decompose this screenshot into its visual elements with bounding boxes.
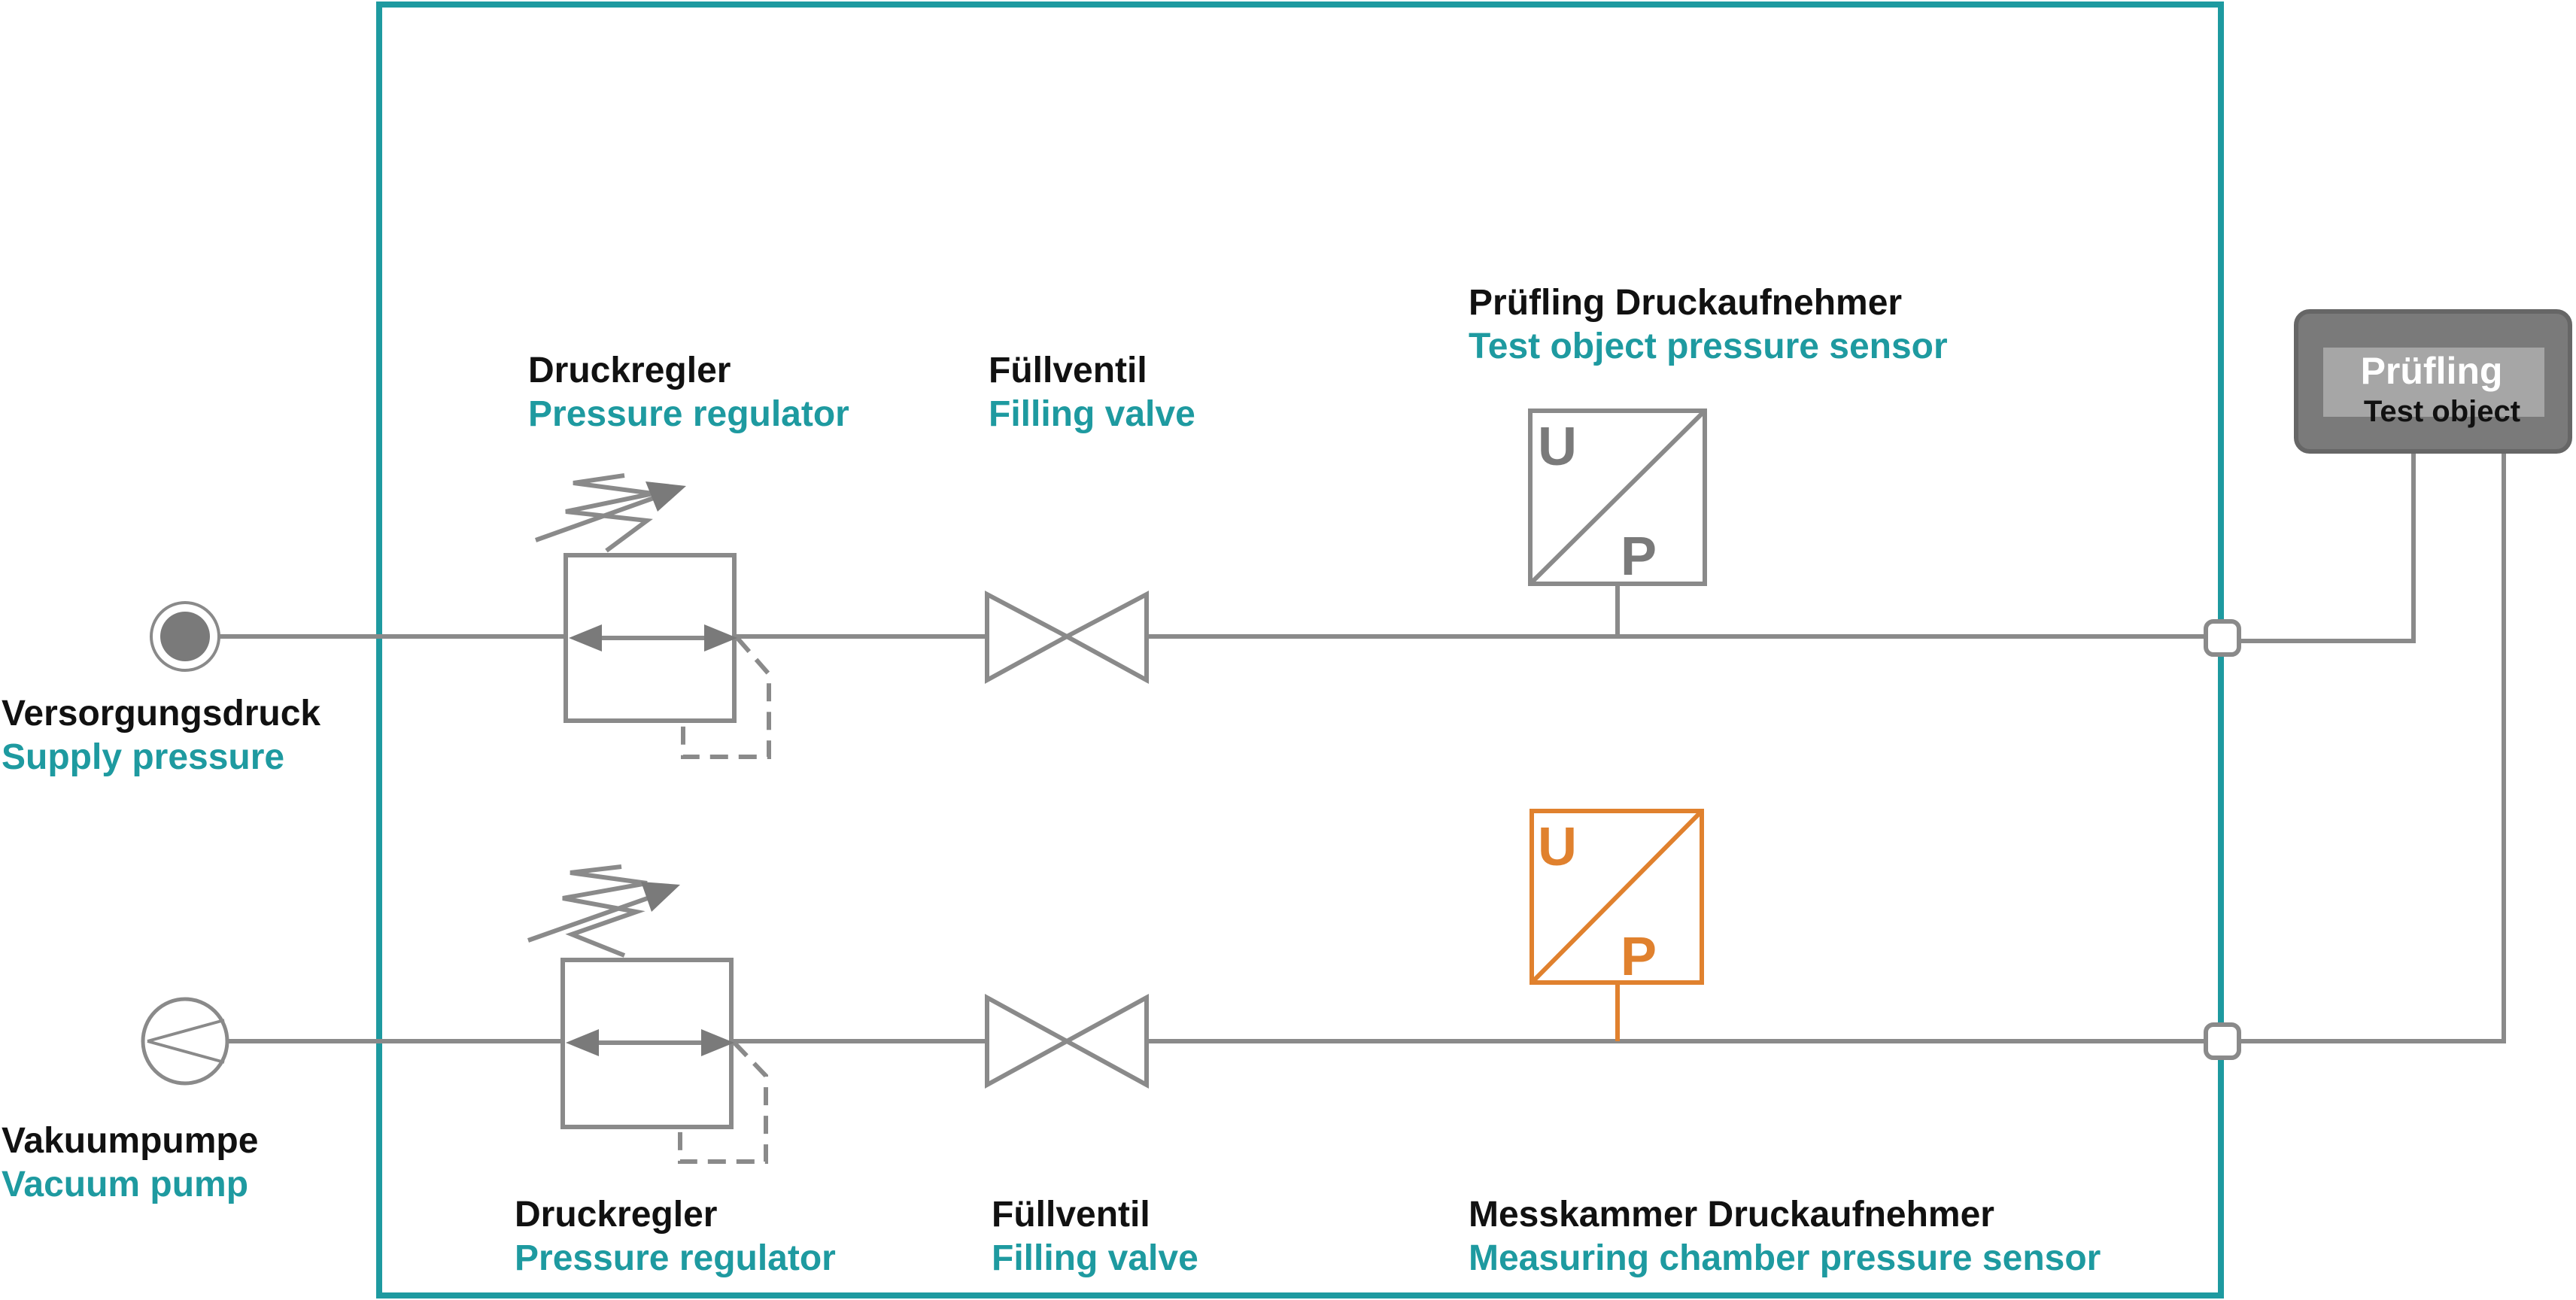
regulator-bottom-label-en: Pressure regulator — [515, 1238, 836, 1278]
vacuum-pump-icon — [141, 997, 229, 1086]
valve-top-label-de: Füllventil — [989, 351, 1147, 390]
port-connector-bottom — [2204, 1022, 2241, 1060]
pressure-regulator-icon — [534, 473, 771, 759]
sensor-bottom-u-glyph: U — [1538, 817, 1577, 877]
regulator-top-label-de: Druckregler — [528, 351, 731, 390]
test-object-label-de: Prüfling — [2361, 350, 2503, 392]
port-connector-top — [2204, 619, 2241, 657]
valve-top-label-en: Filling valve — [989, 394, 1195, 434]
filling-valve-icon — [985, 591, 1149, 685]
vacuum-label-en: Vacuum pump — [2, 1165, 248, 1204]
supply-label-de: Versorgungsdruck — [2, 694, 320, 734]
test-sensor-label-de: Prüfling Druckaufnehmer — [1469, 283, 1902, 323]
chamber-sensor-label-en: Measuring chamber pressure sensor — [1469, 1238, 2101, 1278]
test-object-return-line-bottom — [2236, 450, 2506, 1043]
pressure-regulator-icon — [527, 864, 768, 1164]
sensor-top-p-glyph: P — [1621, 527, 1657, 587]
chamber-sensor-label-de: Messkammer Druckaufnehmer — [1469, 1195, 1994, 1235]
test-sensor-label-en: Test object pressure sensor — [1469, 327, 1948, 366]
instrument-enclosure — [376, 2, 2224, 1298]
test-object-return-line-top — [2236, 450, 2416, 643]
regulator-bottom-label-de: Druckregler — [515, 1195, 717, 1235]
test-object-label-en: Test object — [2364, 395, 2520, 428]
measuring-chamber-pressure-sensor-icon: U P — [1530, 809, 1704, 1041]
test-object-box: Prüfling Test object — [2294, 309, 2572, 454]
filling-valve-icon — [985, 993, 1149, 1089]
pressure-source-icon — [150, 601, 220, 672]
valve-bottom-label-en: Filling valve — [992, 1238, 1198, 1278]
supply-label-en: Supply pressure — [2, 737, 284, 777]
test-object-pressure-sensor-icon: U P — [1528, 409, 1707, 636]
sensor-bottom-p-glyph: P — [1621, 927, 1657, 987]
sensor-top-u-glyph: U — [1538, 417, 1577, 477]
regulator-top-label-en: Pressure regulator — [528, 394, 849, 434]
vacuum-label-de: Vakuumpumpe — [2, 1121, 258, 1161]
valve-bottom-label-de: Füllventil — [992, 1195, 1150, 1235]
